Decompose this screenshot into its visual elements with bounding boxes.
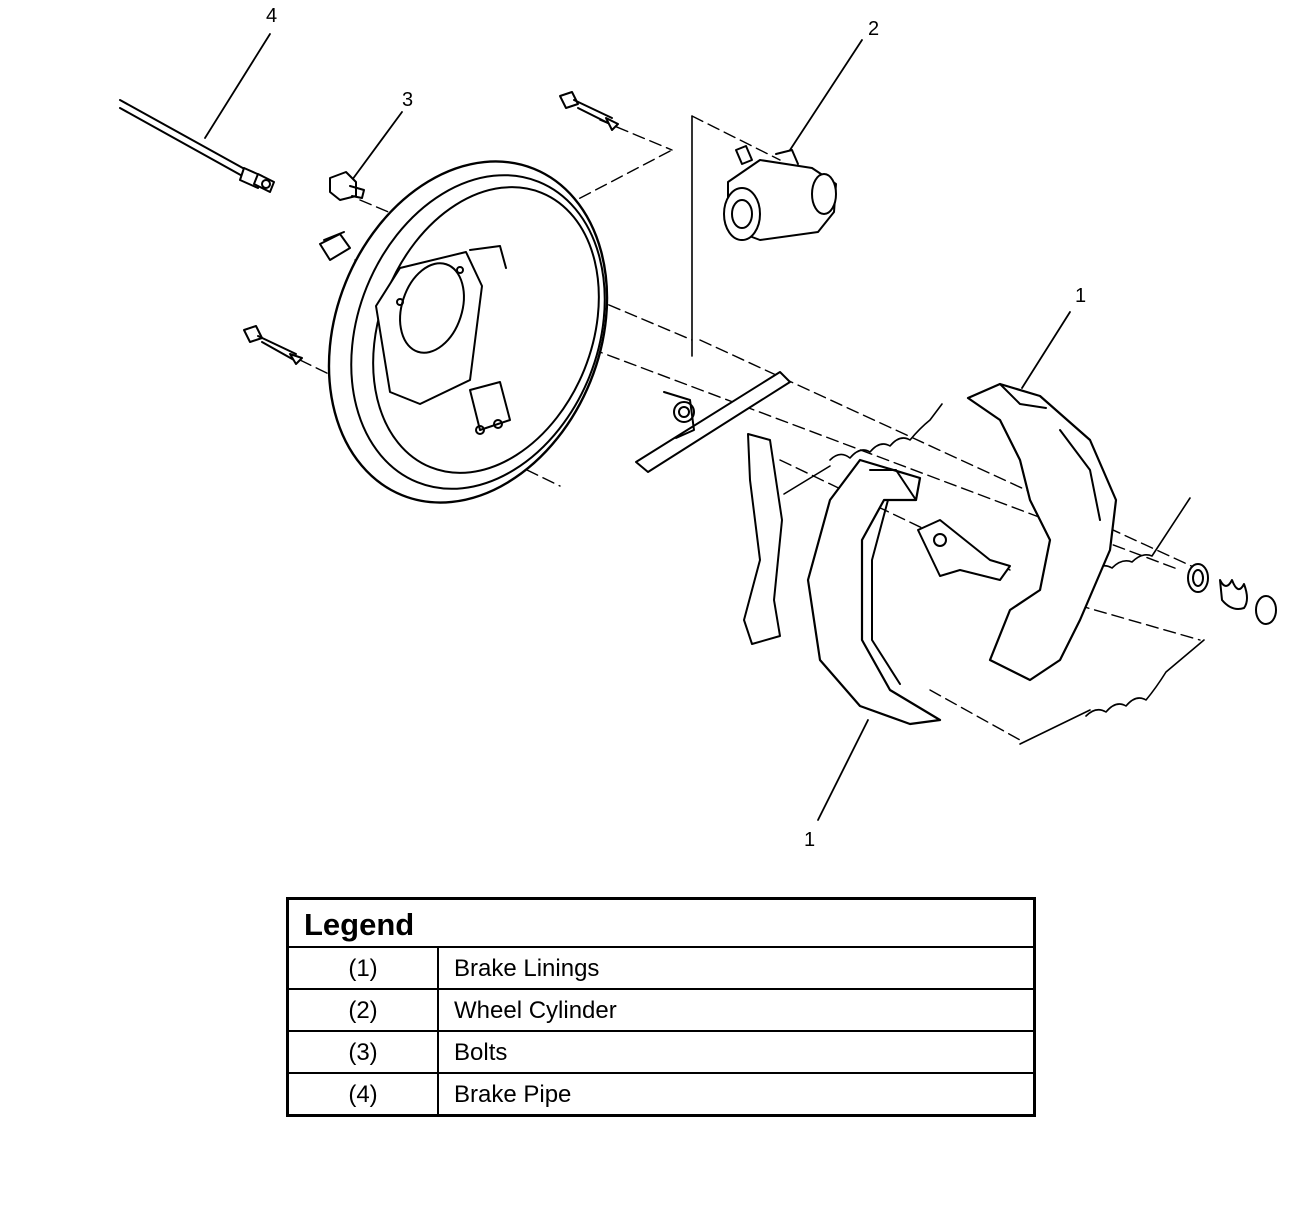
adjuster-assembly xyxy=(635,371,791,645)
callout-2: 2 xyxy=(868,18,879,40)
callout-leaders xyxy=(204,33,1071,821)
hold-down-hardware xyxy=(1187,563,1277,625)
legend-row-number: (4) xyxy=(289,1074,439,1114)
brake-shoe-front xyxy=(806,458,1011,726)
legend-row: (3) Bolts xyxy=(289,1032,1033,1074)
legend-row-number: (3) xyxy=(289,1032,439,1072)
callout-1-lower: 1 xyxy=(804,829,815,851)
legend-row: (4) Brake Pipe xyxy=(289,1074,1033,1114)
callout-3: 3 xyxy=(402,89,413,111)
legend-table: Legend (1) Brake Linings (2) Wheel Cylin… xyxy=(286,897,1036,1117)
legend-row-number: (1) xyxy=(289,948,439,988)
hold-down-pins xyxy=(243,91,619,365)
brake-pipe xyxy=(119,99,275,193)
legend-row: (1) Brake Linings xyxy=(289,948,1033,990)
callout-1-upper: 1 xyxy=(1075,285,1086,307)
legend-row-number: (2) xyxy=(289,990,439,1030)
brake-shoe-rear xyxy=(966,382,1118,682)
legend-row-label: Brake Linings xyxy=(454,955,600,982)
legend-row: (2) Wheel Cylinder xyxy=(289,990,1033,1032)
bolts xyxy=(319,171,365,261)
exploded-brake-diagram: 4 3 2 1 1 xyxy=(119,5,1277,851)
legend-row-label: Brake Pipe xyxy=(454,1081,572,1108)
legend-row-label: Wheel Cylinder xyxy=(454,997,617,1024)
backing-plate xyxy=(327,160,609,504)
legend-row-label: Bolts xyxy=(454,1039,508,1066)
wheel-cylinder xyxy=(723,145,837,241)
legend-title: Legend xyxy=(289,900,1033,948)
callout-4: 4 xyxy=(266,5,277,27)
